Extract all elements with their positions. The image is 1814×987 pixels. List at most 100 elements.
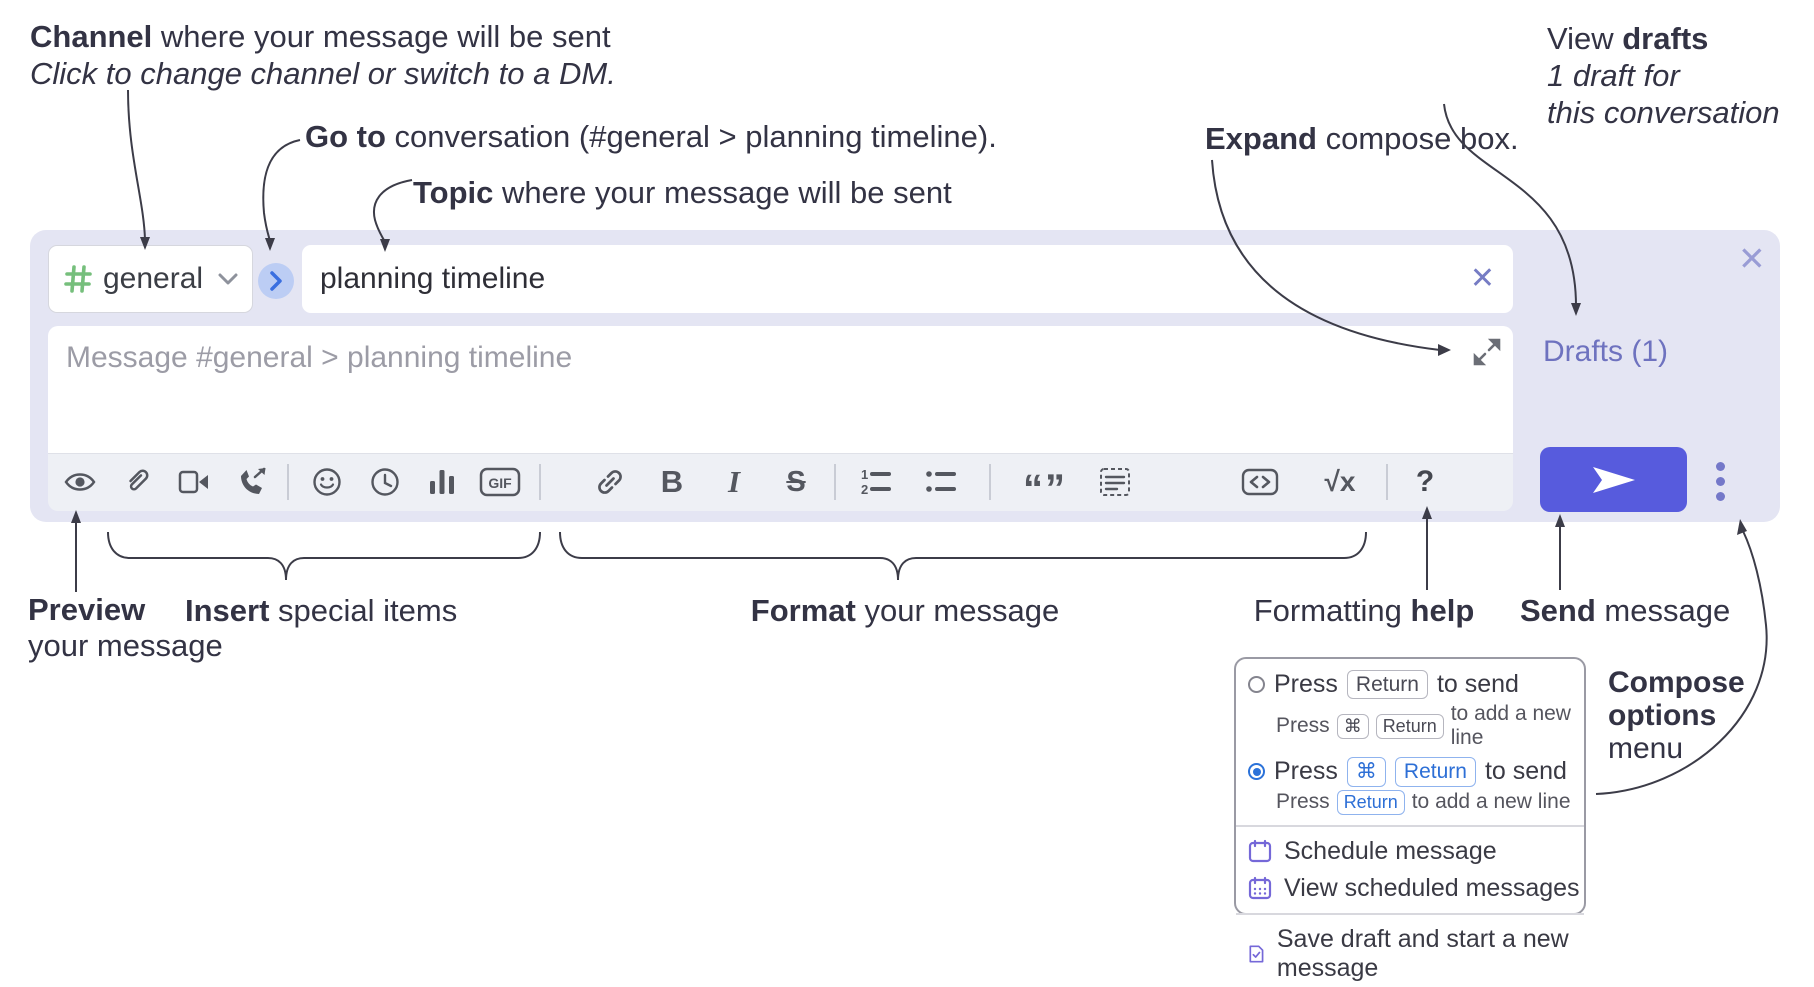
drafts-link[interactable]: Drafts (1) [1543, 335, 1669, 368]
toolbar-divider [539, 464, 541, 500]
message-textarea[interactable]: Message #general > planning timeline [48, 326, 1513, 453]
formatting-help-annotation: Formatting help [1253, 593, 1475, 628]
return-key: Return [1375, 713, 1444, 739]
return-key: Return [1394, 757, 1476, 787]
emoji-button[interactable] [299, 459, 355, 505]
bold-icon: B [660, 464, 684, 499]
preview-annotation: Preview your message [28, 592, 223, 663]
topic-value: planning timeline [320, 262, 546, 295]
quote-icon: “” [1023, 467, 1067, 511]
send-option-return-hint: Press ⌘ Return to add a new line [1276, 702, 1571, 750]
video-camera-icon [178, 470, 208, 494]
format-brace [559, 531, 1367, 581]
preview-button[interactable] [52, 459, 108, 505]
expand-icon [1473, 338, 1501, 366]
chevron-down-icon [218, 273, 238, 284]
math-button[interactable]: √x [1312, 459, 1368, 505]
emoji-icon [313, 468, 341, 496]
radio-unselected[interactable] [1248, 676, 1265, 694]
toolbar-divider [834, 464, 836, 500]
goto-annotation: Go to conversation (#general > planning … [305, 119, 997, 154]
close-compose-button[interactable]: ✕ [1738, 240, 1766, 277]
strikethrough-button[interactable]: S [768, 459, 824, 505]
gif-button[interactable]: GIF [472, 459, 528, 505]
bar-chart-icon [430, 470, 454, 494]
schedule-message-item[interactable]: Schedule message [1236, 833, 1584, 870]
insert-annotation: Insert special items [185, 593, 458, 628]
topic-annotation: Topic where your message will be sent [413, 175, 952, 210]
numbered-list-icon: 1 2 [861, 467, 891, 497]
code-icon [1241, 468, 1279, 496]
channel-arrow [127, 89, 146, 241]
expand-annotation: Expand compose box. [1205, 121, 1519, 156]
topic-input[interactable]: planning timeline ✕ [302, 245, 1513, 313]
channel-selector[interactable]: general [48, 245, 253, 313]
math-icon: √x [1324, 466, 1356, 497]
calendar-grid-icon [1248, 877, 1272, 900]
dot [1715, 491, 1725, 501]
toolbar-divider [287, 464, 289, 500]
attach-file-button[interactable] [109, 459, 165, 505]
voice-call-button[interactable] [224, 459, 280, 505]
menu-divider [1236, 824, 1584, 827]
dot [1715, 461, 1725, 471]
clock-icon [371, 468, 399, 496]
radio-selected[interactable] [1248, 763, 1265, 781]
insert-brace [107, 531, 541, 581]
compose-box: general planning timeline ✕ Message #gen… [30, 230, 1780, 522]
return-key: Return [1346, 670, 1428, 700]
chevron-right-icon [270, 271, 282, 291]
go-to-conversation-button[interactable] [258, 263, 294, 299]
format-annotation: Format your message [750, 593, 1060, 628]
italic-button[interactable]: I [706, 459, 762, 505]
channel-hash-icon [64, 265, 92, 293]
compose-options-annotation: Compose options menu [1608, 666, 1745, 765]
send-annotation: Send message [1520, 593, 1731, 628]
toolbar-divider [989, 464, 991, 500]
italic-icon: I [727, 464, 741, 499]
save-draft-icon [1249, 945, 1264, 963]
toolbar-divider [1386, 464, 1388, 500]
formatting-help-button[interactable]: ? [1397, 459, 1453, 505]
quote-button[interactable]: “” [1017, 459, 1073, 511]
view-scheduled-messages-item[interactable]: View scheduled messages [1236, 870, 1584, 907]
bulleted-list-icon [926, 471, 956, 492]
cmd-key: ⌘ [1336, 713, 1369, 739]
send-option-return[interactable]: Press Return to send [1236, 667, 1584, 700]
paper-plane-icon [1592, 466, 1635, 493]
svg-text:1: 1 [861, 467, 868, 482]
poll-button[interactable] [414, 459, 470, 505]
menu-divider [1236, 912, 1584, 915]
schedule-button[interactable] [357, 459, 413, 505]
save-draft-item[interactable]: Save draft and start a new message [1236, 921, 1584, 987]
bulleted-list-button[interactable] [912, 459, 968, 505]
send-button[interactable] [1540, 447, 1687, 512]
clear-topic-button[interactable]: ✕ [1469, 262, 1495, 295]
send-option-cmd-return[interactable]: Press ⌘ Return to send [1236, 754, 1584, 787]
compose-options-menu: Press Return to send Press ⌘ Return to a… [1234, 657, 1586, 982]
video-call-button[interactable] [166, 459, 222, 505]
question-mark-icon: ? [1415, 465, 1435, 498]
goto-arrow [262, 139, 301, 242]
code-button[interactable] [1232, 459, 1288, 505]
paperclip-icon [129, 469, 149, 491]
svg-text:GIF: GIF [488, 475, 512, 491]
compose-toolbar: GIF B I S 1 2 [48, 453, 1513, 511]
send-option-cmd-return-hint: Press Return to add a new line [1276, 789, 1571, 815]
compose-options-button[interactable] [1708, 458, 1732, 504]
numbered-list-button[interactable]: 1 2 [847, 459, 903, 505]
cmd-key: ⌘ [1346, 757, 1386, 787]
channel-name: general [103, 262, 204, 295]
dot [1715, 476, 1725, 486]
calendar-icon [1248, 840, 1272, 863]
link-icon [598, 470, 622, 494]
insert-link-button[interactable] [582, 459, 638, 505]
channel-annotation: Channel where your message will be sent … [30, 19, 616, 91]
bold-button[interactable]: B [644, 459, 700, 505]
spoiler-icon [1100, 468, 1130, 496]
expand-compose-button[interactable] [1473, 338, 1501, 371]
message-placeholder: Message #general > planning timeline [66, 341, 573, 374]
drafts-annotation: View drafts 1 draft for this conversatio… [1547, 21, 1780, 130]
gif-icon: GIF [479, 467, 521, 497]
spoiler-button[interactable] [1087, 459, 1143, 505]
